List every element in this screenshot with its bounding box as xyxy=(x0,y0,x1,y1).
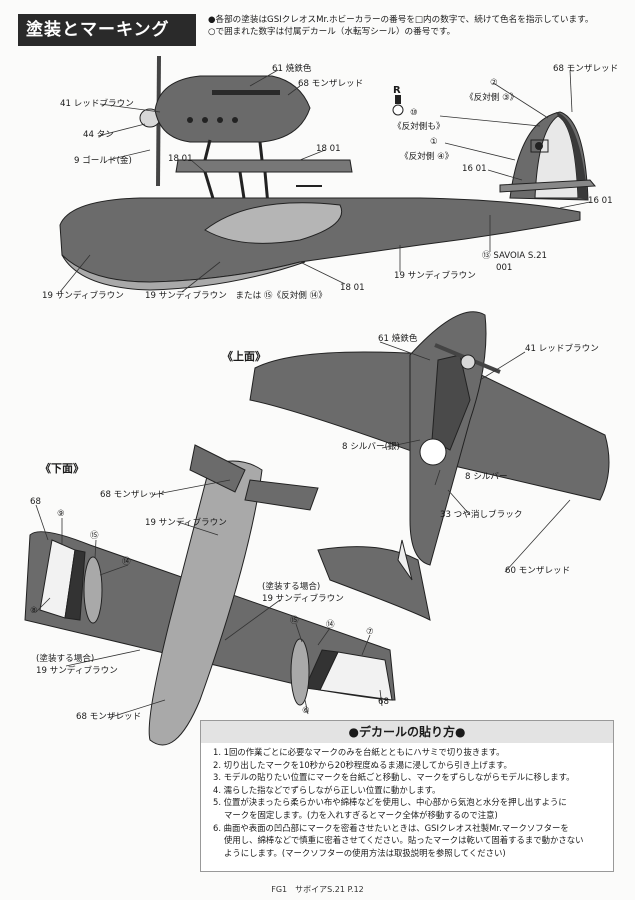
label-8a-top: 8 シルバー(銀) xyxy=(342,442,400,452)
label-decal-14a: ⑭ xyxy=(122,557,131,567)
label-68-tail: 68 モンザレッド xyxy=(553,64,619,74)
label-61-side: 61 焼鉄色 xyxy=(272,64,312,74)
decal-step: 1. 1回の作業ごとに必要なマークのみを台紙とともにハサミで切り抜きます。 xyxy=(213,747,505,757)
intro-line-1: ●各部の塗装はGSIクレオスMr.ホビーカラーの番号を□内の数字で、続けて色名を… xyxy=(208,15,594,25)
label-68-side: 68 モンザレッド xyxy=(298,79,364,89)
label-decal-13-serial: 001 xyxy=(496,263,513,273)
section-title: 塗装とマーキング xyxy=(18,14,196,46)
label-68a-bottom: 68 モンザレッド xyxy=(100,490,166,500)
label-41-top: 41 レッドブラウン xyxy=(525,344,599,354)
label-19b-side: 19 サンディブラウン または ⑮《反対側 ⑭》 xyxy=(145,291,327,301)
decal-steps-list: 1. 1回の作業ごとに必要なマークのみを台紙とともにハサミで切り抜きます。 2.… xyxy=(213,746,605,859)
side-view-drawing xyxy=(59,56,597,293)
label-41-side: 41 レッドブラウン xyxy=(60,99,134,109)
label-decal-1: ① xyxy=(430,137,438,147)
label-9-side: 9 ゴールド(金) xyxy=(74,156,132,166)
label-68c-bottom: 68 モンザレッド xyxy=(76,712,142,722)
page-footer: FG1 サボイアS.21 P.12 xyxy=(271,885,364,894)
label-decal-1-other: 《反対側 ④》 xyxy=(400,152,454,162)
label-68d-bottom: 68 xyxy=(378,697,389,707)
label-decal-8: ⑧ xyxy=(30,606,38,616)
decal-instructions-panel: ●デカールの貼り方● 1. 1回の作業ごとに必要なマークのみを台紙とともにハサミ… xyxy=(200,720,614,872)
top-view-caption: 《上面》 xyxy=(222,350,266,363)
rudder-mark-letter: R xyxy=(393,85,401,96)
label-8b-top: 8 シルバー xyxy=(465,472,508,482)
label-decal-6: ⑥ xyxy=(302,706,310,716)
label-decal-15b: ⑮ xyxy=(290,616,299,626)
label-33-top: 33 つや消しブラック xyxy=(440,510,523,520)
top-view-drawing xyxy=(249,311,610,621)
label-18a-side: 18 01 xyxy=(168,154,193,164)
label-19a-bottom: 19 サンディブラウン xyxy=(145,518,227,528)
label-18b-side: 18 01 xyxy=(316,144,341,154)
label-decal-7: ⑦ xyxy=(366,627,374,637)
decal-instructions-title: ●デカールの貼り方● xyxy=(201,721,613,743)
label-18c-side: 18 01 xyxy=(340,283,365,293)
label-decal-14b: ⑭ xyxy=(326,620,335,630)
label-decal-10-other: 《反対側も》 xyxy=(393,122,445,132)
label-68b-bottom: 68 xyxy=(30,497,41,507)
label-19c-side: 19 サンディブラウン xyxy=(394,271,476,281)
intro-text: ●各部の塗装はGSIクレオスMr.ホビーカラーの番号を□内の数字で、続けて色名を… xyxy=(208,14,618,38)
bottom-view-drawing xyxy=(24,444,396,746)
label-44-side: 44 タン xyxy=(83,130,114,140)
decal-step: ようにします。(マークソフターの使用方法は取扱説明を参照してください) xyxy=(213,847,506,858)
label-19b-bottom: 19 サンディブラウン xyxy=(262,594,344,604)
label-decal-13: ⑬ SAVOIA S.21 xyxy=(482,251,548,261)
label-19c-note: (塗装する場合) xyxy=(36,654,95,664)
decal-step: 2. 切り出したマークを10秒から20秒程度ぬるま湯に浸してから引き上げます。 xyxy=(213,759,512,770)
label-decal-9: ⑨ xyxy=(57,509,65,519)
label-19b-note: (塗装する場合) xyxy=(262,582,321,592)
label-19c-bottom: 19 サンディブラウン xyxy=(36,666,118,676)
label-decal-2-other: 《反対側 ③》 xyxy=(465,93,519,103)
label-decal-15a: ⑮ xyxy=(90,531,99,541)
decal-step: 使用し、綿棒などで慎重に密着させてください。貼ったマークは乾いて固着するまで動か… xyxy=(213,835,584,846)
label-19a-side: 19 サンディブラウン xyxy=(42,291,124,301)
label-16b-side: 16 01 xyxy=(588,196,613,206)
label-decal-2: ② xyxy=(490,78,498,88)
decal-step: 3. モデルの貼りたい位置にマークを台紙ごと移動し、マークをずらしながらモデルに… xyxy=(213,772,575,783)
decal-step: 4. 濡らした指などでずらしながら正しい位置に動かします。 xyxy=(213,784,441,795)
label-60-top: 60 モンザレッド xyxy=(505,566,571,576)
label-16a-side: 16 01 xyxy=(462,164,487,174)
bottom-view-caption: 《下面》 xyxy=(40,462,84,475)
decal-step: 6. 曲面や表面の凹凸部にマークを密着させたいときは、GSIクレオス社製Mr.マ… xyxy=(213,822,569,833)
intro-line-2: ○で囲まれた数字は付属デカール（水転写シール）の番号です。 xyxy=(208,27,456,37)
label-61-top: 61 焼鉄色 xyxy=(378,334,418,344)
label-decal-10: ⑩ xyxy=(410,108,418,118)
decal-step: マークを固定します。(力を入れすぎるとマーク全体が移動するので注意) xyxy=(213,809,498,820)
decal-step: 5. 位置が決まったら柔らかい布や綿棒などを使用し、中心部から気泡と水分を押し出… xyxy=(213,797,567,808)
